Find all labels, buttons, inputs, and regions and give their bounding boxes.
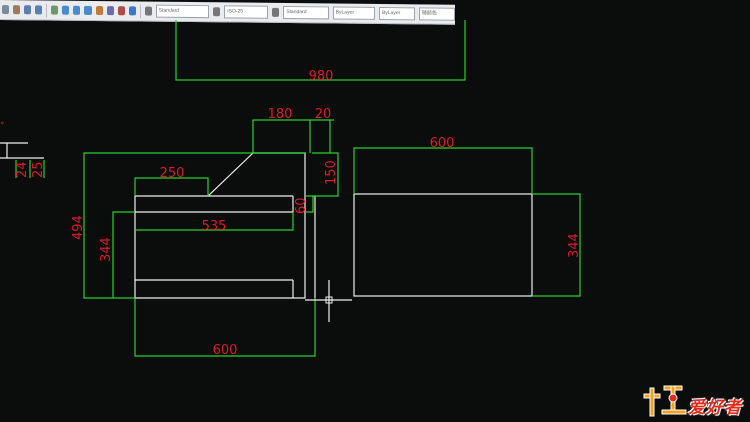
- dim-980: 980: [175, 20, 466, 84]
- dim-494-label: 494: [71, 215, 86, 240]
- dim-60-label: 60: [294, 197, 309, 214]
- dim-250-label: 250: [160, 166, 185, 181]
- right-view: 600 344: [353, 136, 582, 297]
- logo-text: 爱好者: [688, 398, 742, 418]
- dim-344-right-label: 344: [567, 233, 582, 258]
- dim-24-label: 24: [15, 161, 30, 178]
- left-fragment: ° 24 25: [0, 121, 46, 178]
- left-dimensions: 180 20 150 250 494 344 535 60 600: [71, 107, 339, 358]
- fragment-glyph: °: [0, 121, 5, 131]
- watermark-logo: 爱好者: [642, 382, 742, 418]
- dim-600-bottom-label: 600: [213, 343, 238, 358]
- dim-535-label: 535: [202, 219, 227, 234]
- dim-20-label: 20: [315, 107, 332, 122]
- dim-600-right-label: 600: [430, 136, 455, 151]
- crosshair-cursor-icon: [305, 280, 352, 322]
- carpenter-logo-icon: [643, 385, 687, 417]
- dim-150-label: 150: [324, 160, 339, 185]
- dim-980-label: 980: [309, 69, 334, 84]
- dim-25-label: 25: [31, 161, 46, 178]
- dim-344-left-label: 344: [99, 237, 114, 262]
- dim-180-label: 180: [268, 107, 293, 122]
